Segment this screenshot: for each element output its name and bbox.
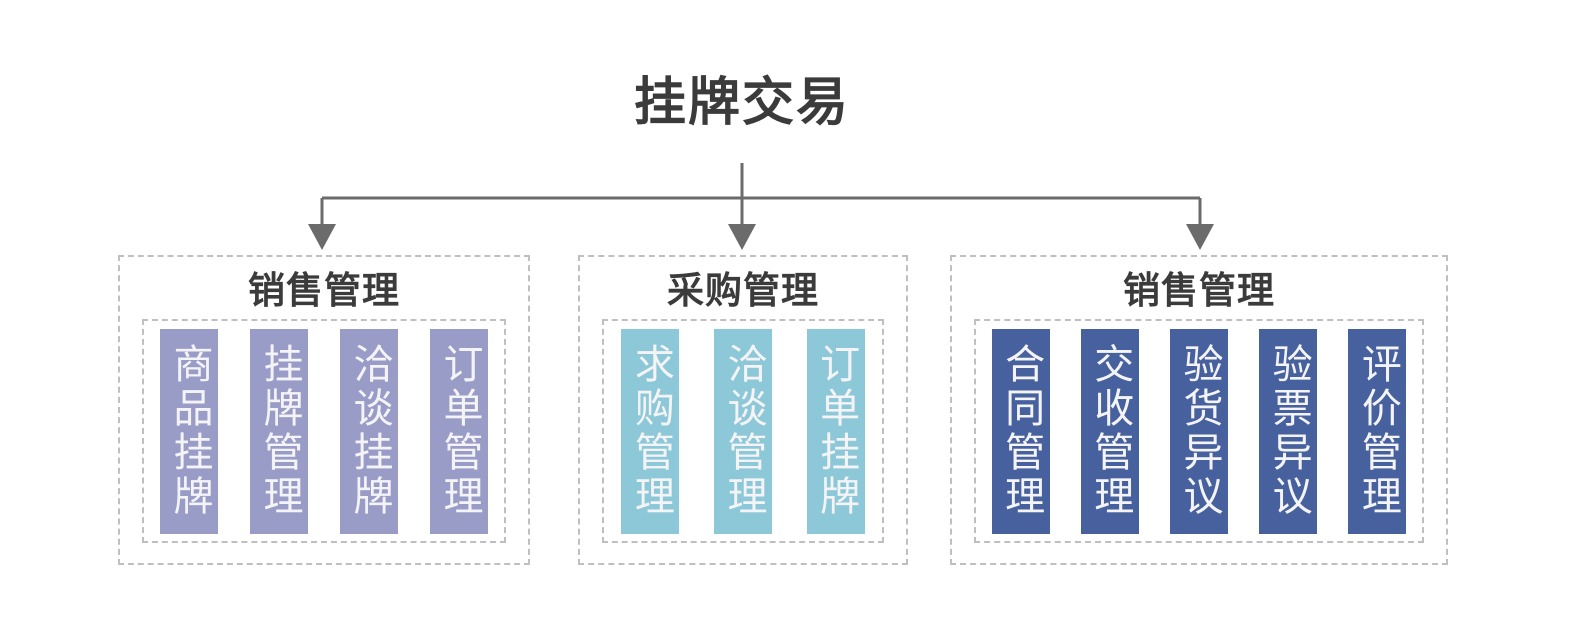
tile-label: 求购管理 [628,343,673,519]
group-items-container: 合同管理 交收管理 验货异议 验票异议 评价管理 [974,319,1424,543]
tile-item[interactable]: 验货异议 [1169,328,1228,534]
group-items-container: 求购管理 洽谈管理 订单挂牌 [602,319,884,543]
tile-label: 订单管理 [437,343,482,519]
tile-label: 洽谈挂牌 [347,343,392,519]
tile-item[interactable]: 洽谈管理 [713,328,772,534]
tile-item[interactable]: 验票异议 [1259,328,1318,534]
tile-item[interactable]: 订单管理 [430,328,488,534]
tile-item[interactable]: 挂牌管理 [250,328,308,534]
tile-label: 合同管理 [999,343,1044,519]
group-purchase-management[interactable]: 采购管理 求购管理 洽谈管理 订单挂牌 [578,255,908,565]
tile-item[interactable]: 求购管理 [621,328,680,534]
arrow-head-right [1186,224,1214,250]
tile-item[interactable]: 合同管理 [991,328,1050,534]
group-title: 销售管理 [1123,270,1275,311]
arrow-head-center [728,224,756,250]
tile-label: 交收管理 [1088,343,1133,519]
tile-item[interactable]: 评价管理 [1348,328,1407,534]
tile-label: 验货异议 [1177,343,1222,519]
tile-label: 挂牌管理 [257,343,302,519]
tile-item[interactable]: 订单挂牌 [806,328,865,534]
group-items-container: 商品挂牌 挂牌管理 洽谈挂牌 订单管理 [142,319,506,543]
group-title: 销售管理 [248,270,400,311]
page-title: 挂牌交易 [633,74,850,132]
group-sales-management-2[interactable]: 销售管理 合同管理 交收管理 验货异议 验票异议 评价管理 [950,255,1448,565]
tile-label: 评价管理 [1355,343,1400,519]
tile-item[interactable]: 交收管理 [1080,328,1139,534]
arrow-head-left [308,224,336,250]
tile-label: 验票异议 [1266,343,1311,519]
tile-label: 洽谈管理 [721,343,766,519]
tile-label: 商品挂牌 [167,343,212,519]
group-sales-management-1[interactable]: 销售管理 商品挂牌 挂牌管理 洽谈挂牌 订单管理 [118,255,530,565]
group-title: 采购管理 [667,270,819,311]
tile-item[interactable]: 商品挂牌 [160,328,218,534]
tile-label: 订单挂牌 [814,343,859,519]
tile-item[interactable]: 洽谈挂牌 [340,328,398,534]
